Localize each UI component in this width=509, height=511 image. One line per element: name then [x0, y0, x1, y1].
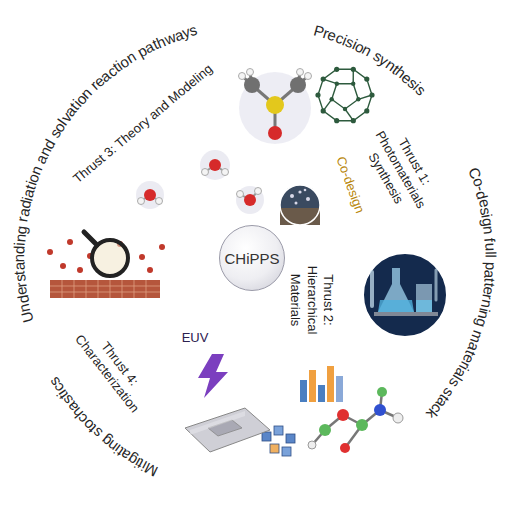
- region-fill: [237, 147, 357, 511]
- bar-chart: [300, 366, 343, 402]
- ring-char: d: [12, 245, 27, 254]
- illustration-group: [47, 67, 447, 456]
- solvated-molecule: [239, 69, 312, 145]
- region-fill: [268, 0, 509, 511]
- thrust-title: Thrust 2: Hierarchical Materials: [288, 243, 337, 358]
- water-molecule: [136, 181, 164, 209]
- cage-molecule: [315, 67, 374, 124]
- region-fill: [0, 0, 329, 242]
- ring-char: a: [483, 270, 499, 279]
- water-molecule: [200, 150, 230, 180]
- center-circle: CHiPPS: [219, 225, 285, 291]
- thrust-title: Thrust 1: Photomaterials Synthesis: [351, 110, 448, 230]
- water-molecule: [236, 186, 264, 214]
- ring-char: l: [483, 251, 498, 255]
- hierarchical-photo: [280, 185, 320, 225]
- euv-exposure: [185, 354, 270, 452]
- ring-char: g: [13, 225, 29, 235]
- annotation-label: EUV: [182, 330, 209, 346]
- center-title: CHiPPS: [224, 250, 279, 267]
- ring-char: n: [481, 225, 497, 235]
- ring-char: u: [483, 242, 498, 251]
- ring-char: n: [11, 254, 26, 262]
- ring-char: a: [11, 262, 26, 271]
- annotation-label: Co-design: [332, 154, 368, 215]
- magnifier-lattice: [47, 232, 165, 298]
- ring-char: t: [12, 270, 27, 275]
- ring-char: l: [483, 254, 498, 257]
- ring-char: p: [483, 261, 498, 270]
- ring-char: [483, 257, 498, 261]
- lab-glassware-photo: [363, 253, 447, 337]
